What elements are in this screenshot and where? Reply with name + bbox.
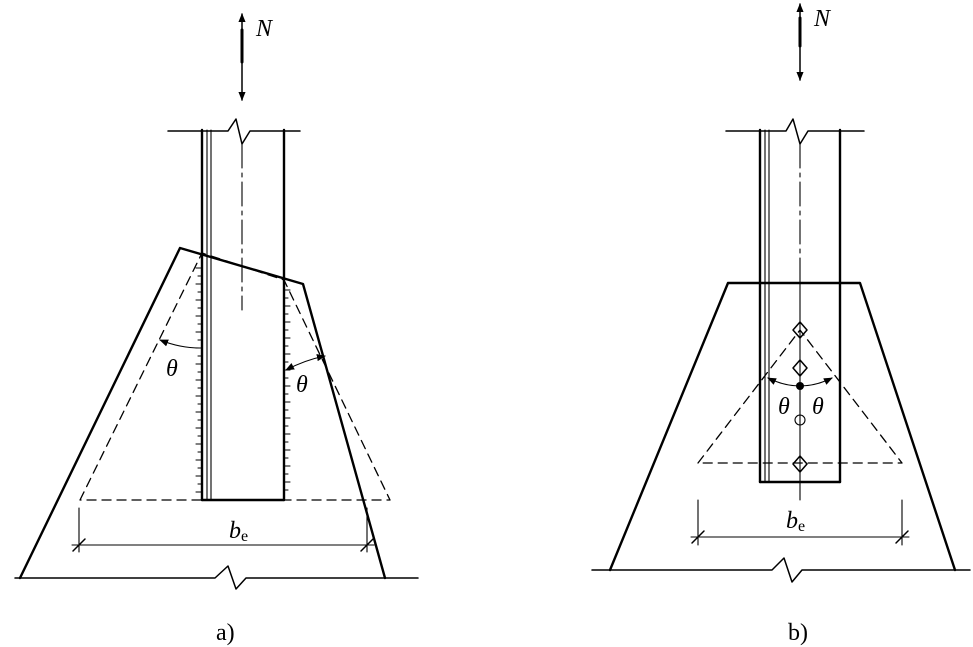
- dim-tick-left-a: [72, 538, 86, 552]
- force-label-a: N: [255, 16, 274, 42]
- stud-connectors-b: [792, 321, 808, 473]
- dim-tick-right-b: [895, 530, 909, 544]
- shear-teeth-right-a: [283, 289, 291, 491]
- stud-diamond-2: [792, 359, 808, 377]
- angle-arc-right-a: [285, 354, 326, 371]
- stud-circle: [794, 414, 806, 426]
- angle-label-right-a: θ: [296, 372, 308, 398]
- stud-diamond-3: [792, 455, 808, 473]
- panel-b: N θ θ be b): [591, 3, 971, 646]
- ground-line-b: [591, 557, 971, 583]
- shear-teeth-left-a: [195, 267, 203, 493]
- stud-diamond-1: [792, 321, 808, 339]
- load-spread-dashed-b: [697, 329, 903, 464]
- panel-a: N θ θ be a): [14, 13, 419, 646]
- caption-a: a): [216, 620, 235, 646]
- dim-tick-left-b: [691, 530, 705, 544]
- pedestal-outline-b: [608, 281, 957, 572]
- column-break-b: [725, 118, 865, 145]
- dim-tick-right-a: [360, 538, 374, 552]
- load-spread-dashed-a: [79, 252, 391, 501]
- width-label-b: be: [786, 508, 805, 535]
- angle-arc-right-b: [799, 377, 833, 387]
- column-break-a: [167, 118, 301, 145]
- caption-b: b): [788, 620, 808, 646]
- force-label-b: N: [813, 6, 832, 32]
- angle-label-left-a: θ: [166, 356, 178, 382]
- angle-label-left-b: θ: [778, 394, 790, 420]
- ground-line-a: [14, 565, 419, 590]
- angle-arc-left-b: [767, 377, 801, 387]
- angle-label-right-b: θ: [812, 394, 824, 420]
- angle-arc-left-a: [159, 339, 201, 349]
- width-label-a: be: [229, 518, 248, 545]
